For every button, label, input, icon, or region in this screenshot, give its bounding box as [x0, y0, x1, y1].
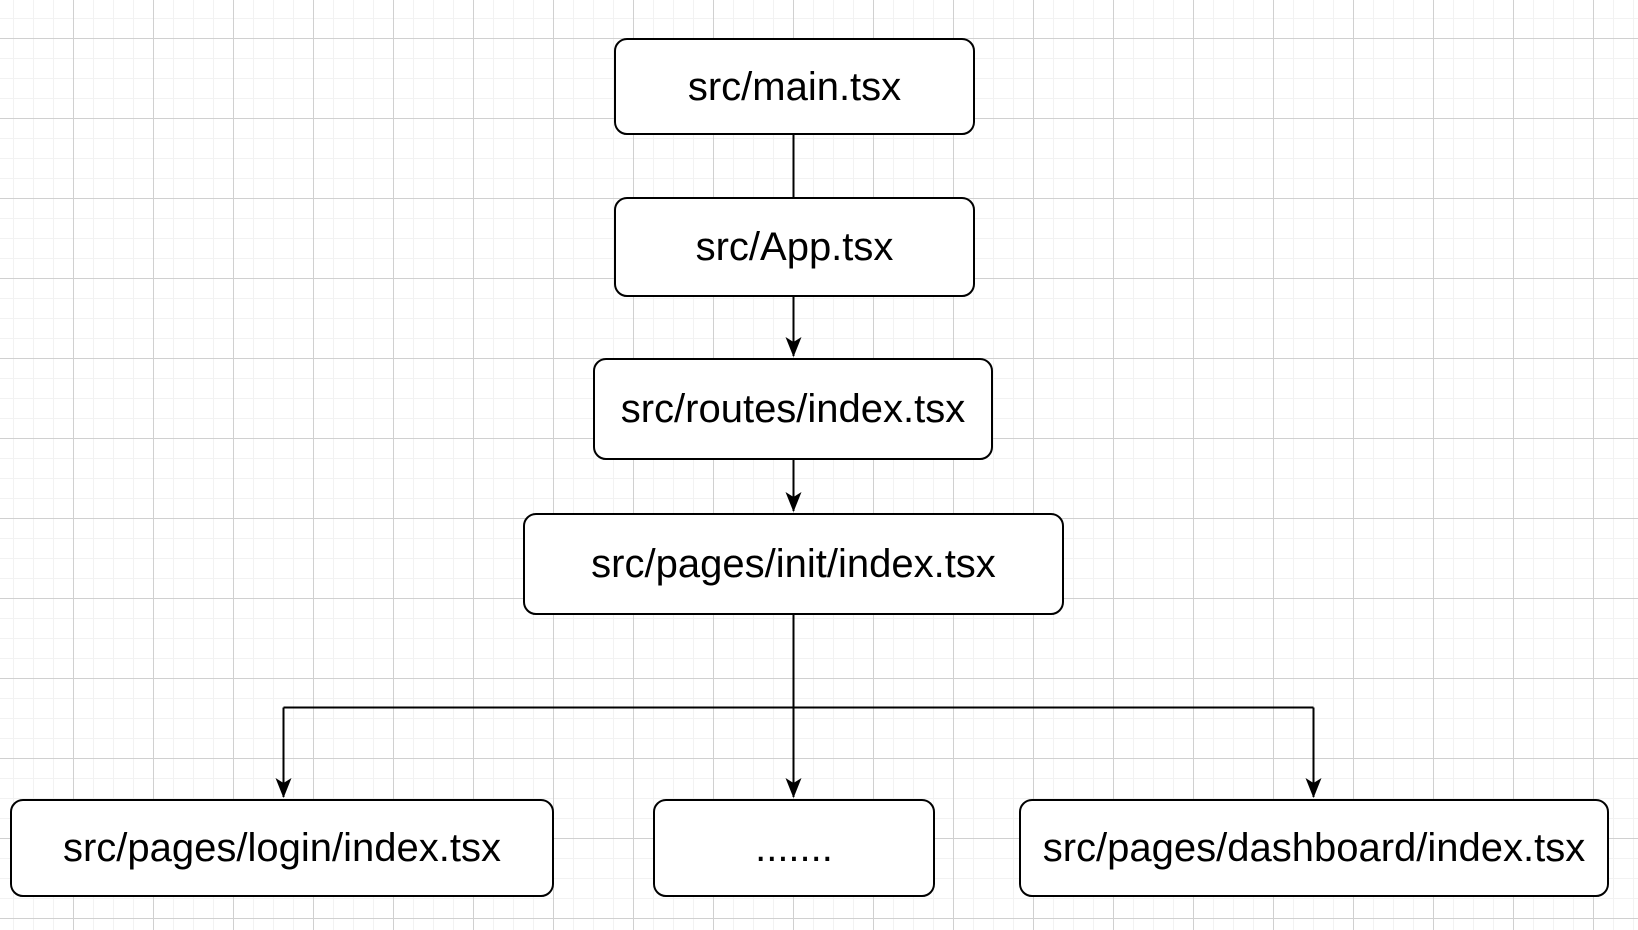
node-src-pages-dashboard-index[interactable]: src/pages/dashboard/index.tsx [1019, 799, 1609, 897]
node-src-app[interactable]: src/App.tsx [614, 197, 975, 297]
node-src-pages-init-index[interactable]: src/pages/init/index.tsx [523, 513, 1064, 615]
node-src-main-label: src/main.tsx [687, 64, 902, 109]
node-ellipsis[interactable]: ....... [653, 799, 935, 897]
node-src-pages-login-index-label: src/pages/login/index.tsx [62, 826, 501, 870]
node-ellipsis-label: ....... [755, 826, 833, 870]
node-src-pages-login-index[interactable]: src/pages/login/index.tsx [10, 799, 554, 897]
node-src-pages-dashboard-index-label: src/pages/dashboard/index.tsx [1042, 826, 1586, 870]
node-src-main[interactable]: src/main.tsx [614, 38, 975, 135]
node-src-routes-index-label: src/routes/index.tsx [620, 387, 966, 431]
node-src-routes-index[interactable]: src/routes/index.tsx [593, 358, 993, 460]
node-src-pages-init-index-label: src/pages/init/index.tsx [591, 542, 996, 586]
node-src-app-label: src/App.tsx [695, 225, 894, 269]
